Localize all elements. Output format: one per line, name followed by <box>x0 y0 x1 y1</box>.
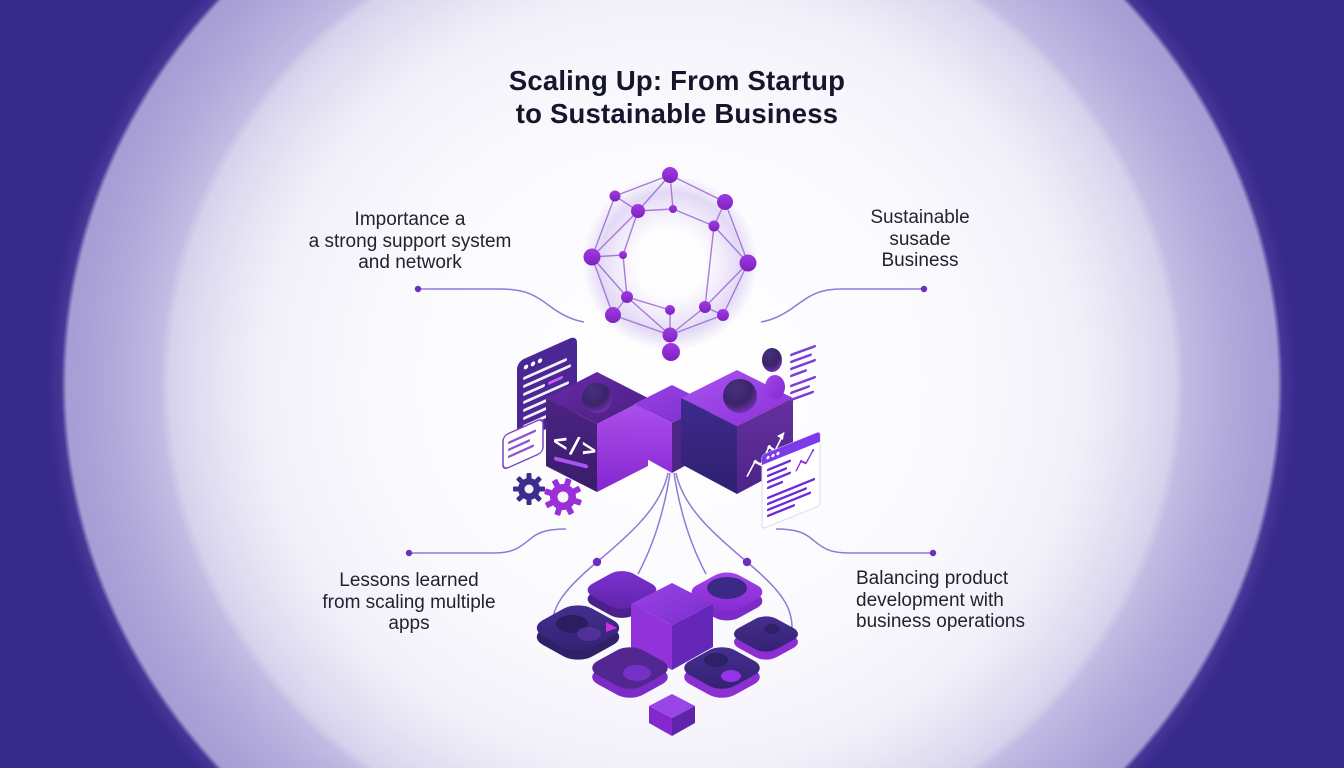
sphere-on-cube <box>582 383 612 413</box>
mini-chart-icon <box>795 449 815 472</box>
callout-sustainable-business: Sustainable susade Business <box>870 207 970 271</box>
app-tile <box>536 605 620 660</box>
document-panel-icon <box>761 432 821 529</box>
list-panel-icon <box>762 344 816 402</box>
chart-cube-icon <box>681 370 793 494</box>
fuchsia-accent <box>606 622 617 632</box>
gear-icon-bright <box>544 478 582 516</box>
app-tile <box>592 647 668 698</box>
page-title: Scaling Up: From Startup to Sustainable … <box>508 65 846 129</box>
connector-lines <box>405 285 937 638</box>
gear-icon-dark <box>513 473 545 505</box>
central-block <box>631 583 713 670</box>
network-sphere-icon <box>582 167 758 361</box>
app-blocks-icon <box>536 571 798 736</box>
sphere-on-cube <box>723 379 757 413</box>
app-tile <box>684 647 760 698</box>
connector-dot <box>405 285 937 567</box>
callout-lessons-learned: Lessons learned from scaling multiple ap… <box>322 570 496 634</box>
callout-balancing-product: Balancing product development with busin… <box>856 568 1025 632</box>
callout-support-network: Importance a a strong support system and… <box>308 209 512 273</box>
small-code-panel-icon <box>502 419 544 470</box>
small-block <box>649 694 695 736</box>
app-tile <box>734 616 798 660</box>
